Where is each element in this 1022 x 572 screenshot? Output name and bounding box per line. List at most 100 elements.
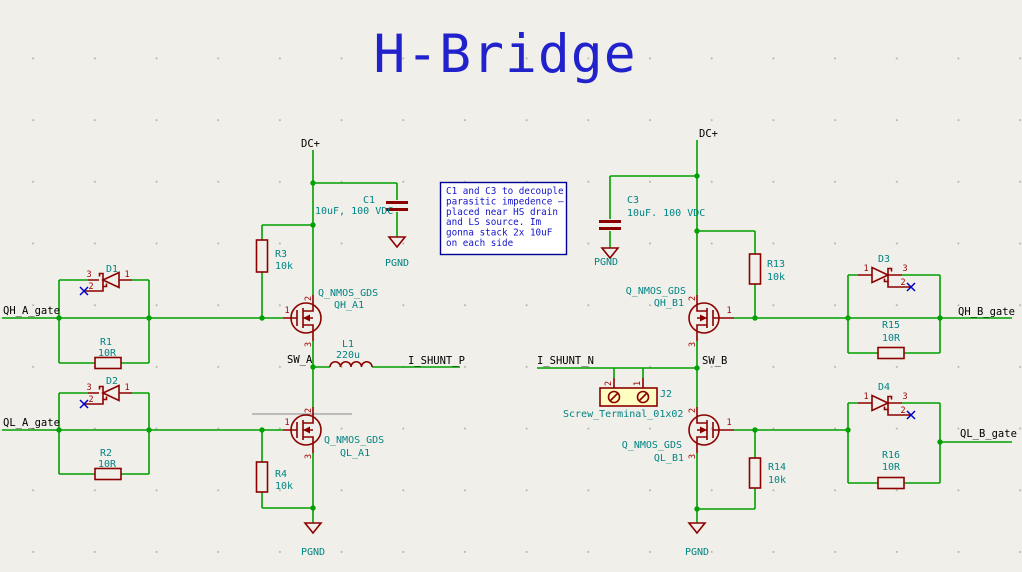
net-label-sw-b[interactable]: SW_B [702,355,727,367]
pin3-label: 3 [902,392,907,402]
pin3-label: 3 [688,342,698,347]
net-label-i-shunt-n[interactable]: I_SHUNT_N [537,355,594,367]
pin1-label: 1 [726,306,731,316]
pgnd-label: PGND [301,547,325,558]
ref-label: R15 [882,320,900,331]
net-label-qh-a-gate[interactable]: QH_A_gate [3,305,60,317]
value-label: 10R [98,459,117,470]
pin2-label: 2 [304,296,314,301]
no-connect-x [79,286,89,296]
mosfet-qh-b1[interactable]: 1 2 3 Q_NMOS_GDS QH_B1 [626,286,734,347]
ref-label: R13 [767,259,785,270]
wires-right[interactable] [537,140,1012,523]
junction-dots [56,173,943,512]
value-label: 10R [882,333,901,344]
resistor-r15[interactable]: R15 10R [877,320,905,360]
power-symbol-pgnd-bottom-left[interactable]: PGND [301,522,325,558]
capacitor-c3[interactable]: C3 10uF. 100 VDC [599,195,705,230]
ref-label: QH_B1 [654,298,684,309]
pin2-label: 2 [900,278,905,288]
lib-label: Q_NMOS_GDS [318,288,378,299]
ref-label: QL_A1 [340,448,370,459]
capacitor-c1[interactable]: C1 10uF, 100 VDC [315,195,408,217]
diode-d3[interactable]: D3 1 3 2 [858,254,916,292]
diode-d2[interactable]: D2 3 1 2 [79,376,132,409]
resistor-r16[interactable]: R16 10R [877,450,905,490]
pin2-label: 2 [304,408,314,413]
net-label-i-shunt-p[interactable]: I_SHUNT_P [408,355,465,367]
resistor-r4[interactable]: R4 10k [255,461,294,493]
note-line: parasitic impedence — [446,196,564,207]
ref-label: QL_B1 [654,453,684,464]
power-symbol-pgnd-c3[interactable]: PGND [594,247,620,268]
pin1-label: 1 [124,383,129,393]
pin1-label: 1 [633,381,643,386]
ref-label: C1 [363,195,375,206]
value-label: 10k [275,481,293,492]
note-line: and LS source. Im [446,217,542,228]
ref-label: C3 [627,195,639,206]
resistor-r3[interactable]: R3 10k [255,239,294,273]
power-symbol-pgnd-c1[interactable]: PGND [385,236,409,269]
pin2-label: 2 [604,381,614,386]
lib-label: Q_NMOS_GDS [626,286,686,297]
diode-d1[interactable]: D1 3 1 2 [79,264,132,296]
pin1-label: 1 [124,270,129,280]
note-line: C1 and C3 to decouple [446,186,564,197]
value-label: Screw_Terminal_01x02 [563,409,683,420]
power-label-dc-plus-left[interactable]: DC+ [301,138,320,150]
pin3-label: 3 [902,264,907,274]
net-label-qh-b-gate[interactable]: QH_B_gate [958,306,1015,318]
value-label: 10k [767,272,785,283]
pgnd-label: PGND [594,257,618,268]
ref-label: R16 [882,450,900,461]
power-symbol-pgnd-bottom-right[interactable]: PGND [685,522,709,558]
diode-d4[interactable]: D4 1 3 2 [858,382,916,420]
pin1-label: 1 [863,264,868,274]
net-label-ql-a-gate[interactable]: QL_A_gate [3,417,60,429]
pin3-label: 3 [304,454,314,459]
ref-label: D2 [106,376,118,387]
mosfet-qh-a1[interactable]: 1 2 3 Q_NMOS_GDS QH_A1 [283,288,378,347]
resistor-r2[interactable]: R2 10R [94,448,122,481]
screw-icon [636,390,650,404]
ref-label: R1 [100,337,112,348]
note-line: gonna stack 2x 10uF [446,228,553,239]
ref-label: J2 [660,389,672,400]
pin1-label: 1 [726,418,731,428]
ref-label: R3 [275,249,287,260]
pin2-label: 2 [688,408,698,413]
pin2-label: 2 [88,395,93,405]
value-label: 10k [275,261,293,272]
annotation-note[interactable]: C1 and C3 to decouple parasitic impedenc… [439,181,568,256]
value-label: 10R [882,462,901,473]
pin3-label: 3 [304,342,314,347]
resistor-r1[interactable]: R1 10R [94,337,122,370]
pin1-label: 1 [863,392,868,402]
pgnd-label: PGND [685,547,709,558]
inductor-l1[interactable]: L1 220u [329,339,373,368]
net-label-ql-b-gate[interactable]: QL_B_gate [960,428,1017,440]
resistor-r13[interactable]: R13 10k [748,253,786,285]
note-line: on each side [446,238,514,249]
screw-terminal-j2[interactable]: 2 1 J2 Screw_Terminal_01x02 [563,378,683,420]
power-label-dc-plus-right[interactable]: DC+ [699,128,718,140]
value-label: 10uF, 100 VDC [315,206,393,217]
lib-label: Q_NMOS_GDS [622,440,682,451]
net-label-sw-a[interactable]: SW_A [287,354,313,366]
ref-label: QH_A1 [334,300,364,311]
ref-label: R2 [100,448,112,459]
note-line: placed near HS drain [446,207,558,218]
pin2-label: 2 [88,282,93,292]
wires-left[interactable] [2,150,460,523]
value-label: 10uF. 100 VDC [627,208,705,219]
pin1-label: 1 [284,418,289,428]
screw-icon [607,390,621,404]
ref-label: R14 [768,462,786,473]
mosfet-ql-b1[interactable]: 1 2 3 Q_NMOS_GDS QL_B1 [622,407,734,464]
lib-label: Q_NMOS_GDS [324,435,384,446]
mosfet-ql-a1[interactable]: 1 2 3 Q_NMOS_GDS QL_A1 [283,407,384,459]
sheet-title[interactable]: H-Bridge [373,24,636,85]
resistor-r14[interactable]: R14 10k [748,457,787,489]
